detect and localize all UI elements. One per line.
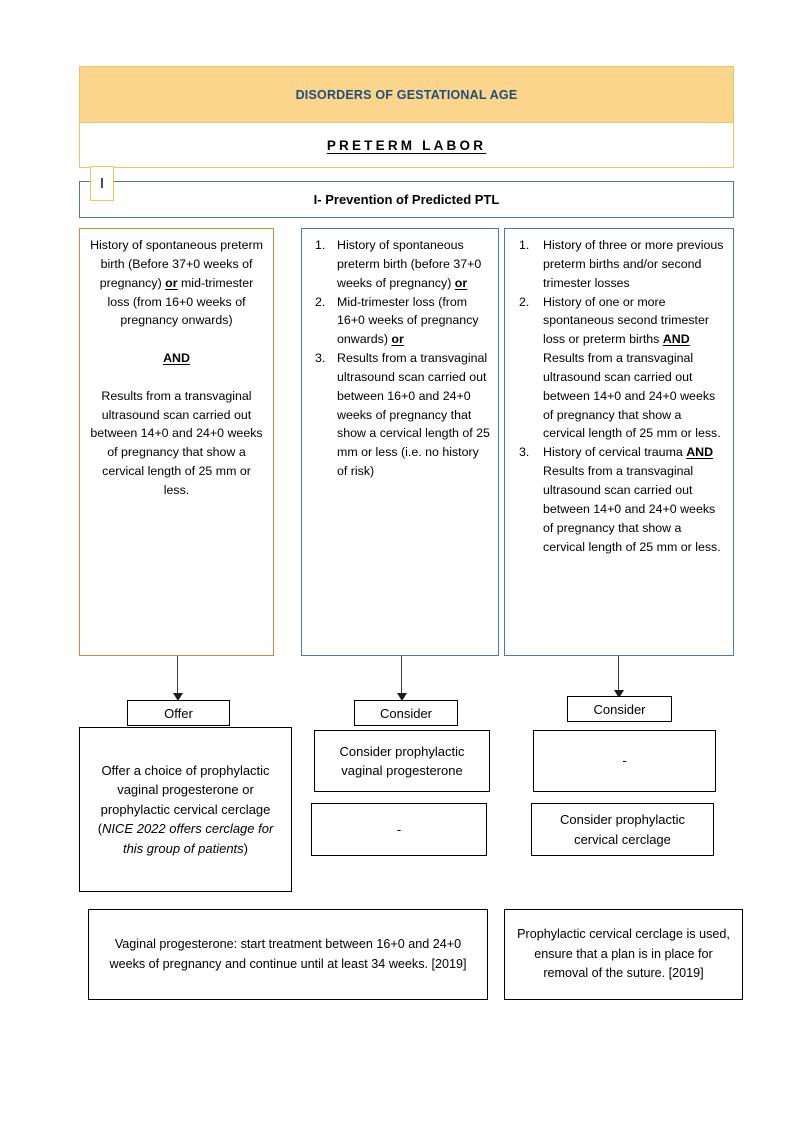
criteria-box-column-2: History of spontaneous preterm birth (be…	[301, 228, 499, 656]
list-item: History of spontaneous preterm birth (be…	[315, 236, 482, 290]
decision-label-text: Consider	[379, 705, 433, 721]
criteria-list: History of three or more previous preter…	[509, 236, 725, 556]
paragraph-spacer	[89, 330, 264, 349]
action-box-column-2-primary: Consider prophylactic vaginal progestero…	[314, 730, 490, 792]
arrow-column-1	[172, 656, 184, 701]
criteria-box-column-3: History of three or more previous preter…	[504, 228, 734, 656]
action-text: Consider prophylactic vaginal progestero…	[339, 743, 465, 779]
page-title: DISORDERS OF GESTATIONAL AGE	[295, 87, 518, 102]
action-box-column-3-secondary: Consider prophylactic cervical cerclage	[531, 803, 714, 856]
note-text: Vaginal progesterone: start treatment be…	[109, 936, 467, 971]
criteria-connector-and: AND	[163, 351, 190, 366]
action-text: -	[396, 821, 402, 837]
list-item: History of cervical trauma AND Results f…	[519, 443, 721, 554]
action-italic-note: NICE 2022 offers cerclage for this group…	[102, 821, 274, 856]
paragraph-spacer	[89, 368, 264, 387]
decision-label-offer[interactable]: Offer	[127, 700, 230, 726]
chart-header: DISORDERS OF GESTATIONAL AGE PRETERM LAB…	[79, 66, 734, 168]
decision-label-text: Consider	[593, 701, 646, 717]
header-title-bar: DISORDERS OF GESTATIONAL AGE	[79, 66, 734, 123]
decision-label-consider-2[interactable]: Consider	[354, 700, 458, 726]
criteria-list: History of spontaneous preterm birth (be…	[306, 236, 490, 481]
action-paren-close: )	[243, 840, 249, 856]
note-box-cerclage: Prophylactic cervical cerclage is used, …	[504, 909, 743, 1000]
arrow-column-3	[613, 656, 625, 698]
list-item: History of three or more previous preter…	[519, 236, 724, 290]
action-paren-open: (	[97, 821, 103, 837]
decision-label-text: Offer	[164, 705, 193, 721]
header-subtitle-bar: PRETERM LABOR	[79, 123, 734, 168]
action-box-column-1: Offer a choice of prophylactic vaginal p…	[79, 727, 292, 892]
list-item: Results from a transvaginal ultrasound s…	[315, 349, 490, 479]
action-box-column-2-secondary: -	[311, 803, 487, 856]
section-heading-label: I- Prevention of Predicted PTL	[313, 192, 500, 207]
action-box-column-3-primary: -	[533, 730, 716, 792]
note-box-progesterone: Vaginal progesterone: start treatment be…	[88, 909, 488, 1000]
action-text: Consider prophylactic cervical cerclage	[559, 812, 685, 847]
action-text: -	[622, 753, 627, 769]
section-heading-bar: I- Prevention of Predicted PTL	[79, 181, 734, 218]
section-marker-badge: I	[90, 166, 114, 201]
arrow-column-2	[396, 656, 408, 701]
list-item: History of one or more spontaneous secon…	[519, 293, 721, 441]
decision-label-consider-3[interactable]: Consider	[567, 696, 672, 722]
section-marker-label: I	[99, 175, 105, 192]
note-text: Prophylactic cervical cerclage is used, …	[517, 927, 730, 981]
action-text-column-1: Offer a choice of prophylactic vaginal p…	[88, 761, 283, 859]
list-item: Mid-trimester loss (from 16+0 weeks of p…	[315, 293, 479, 347]
criteria-box-column-1: History of spontaneous preterm birth (Be…	[79, 228, 274, 656]
criteria-paragraph: Results from a transvaginal ultrasound s…	[90, 388, 263, 497]
page-subtitle: PRETERM LABOR	[326, 137, 487, 153]
action-line-1: Offer a choice of prophylactic vaginal p…	[100, 762, 271, 817]
criteria-paragraph: History of spontaneous preterm birth (Be…	[90, 238, 263, 328]
